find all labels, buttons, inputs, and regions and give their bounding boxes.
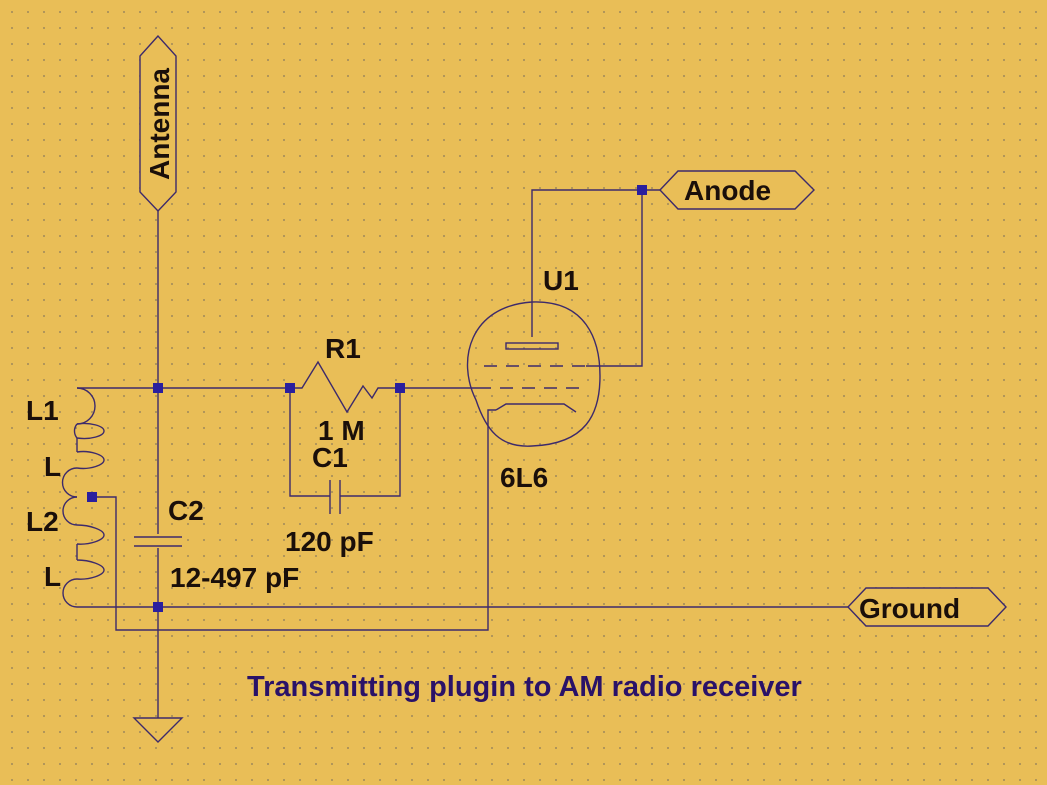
r1-value-label: 1 M	[318, 415, 365, 446]
anode-port-flag	[659, 170, 815, 210]
tube-cathode	[495, 403, 577, 413]
tube-u1	[466, 301, 601, 447]
antenna-port-flag	[139, 34, 177, 213]
capacitor-c2	[132, 534, 184, 548]
ground-port-label: Ground	[859, 593, 960, 624]
capacitor-c1	[329, 480, 341, 514]
junction-coil-tap	[87, 492, 97, 502]
l2-lead-loop	[62, 578, 78, 608]
l2-coil-2	[76, 524, 105, 545]
schematic-comment: Transmitting plugin to AM radio receiver	[247, 671, 802, 703]
l1-value-label: L	[44, 451, 61, 482]
antenna-port: Antenna	[139, 34, 177, 213]
junction-r1-right	[395, 383, 405, 393]
c1-right-wire	[340, 388, 401, 497]
junction-r1-left	[285, 383, 295, 393]
r1-gap	[296, 360, 394, 402]
c2-ref-label: C2	[168, 495, 204, 526]
junction-ground-node	[153, 602, 163, 612]
r1-ref-label: R1	[325, 333, 361, 364]
wires	[77, 189, 848, 718]
l2-coil-3	[76, 544, 105, 580]
c1-left-wire	[289, 388, 330, 497]
l2-ref-label: L2	[26, 506, 59, 537]
l1-coil-2	[76, 437, 105, 470]
tube-envelope	[466, 301, 601, 447]
r1-zigzag	[290, 360, 400, 414]
l1-ref-label: L1	[26, 395, 59, 426]
anode-port-label: Anode	[684, 175, 771, 206]
c2-value-label: 12-497 pF	[170, 562, 299, 593]
antenna-port-label: Antenna	[144, 68, 175, 180]
c1-value-label: 120 pF	[285, 526, 374, 557]
resistor-r1	[290, 360, 400, 414]
tube-plate	[505, 342, 559, 350]
inductor-l1	[61, 387, 105, 498]
screen-grid-wire	[586, 190, 643, 367]
junction-top-node	[153, 383, 163, 393]
l2-coil-1	[62, 496, 78, 526]
u1-value-label: 6L6	[500, 462, 548, 493]
inductor-l2	[62, 496, 105, 608]
l1-coil-3	[61, 467, 78, 498]
junction-anode-node	[637, 185, 647, 195]
ground-symbol	[132, 717, 184, 743]
ground-port: Ground	[847, 587, 1007, 627]
anode-port: Anode	[659, 170, 815, 210]
l1-coil-1	[73, 422, 105, 440]
c1-ref-label: C1	[312, 442, 348, 473]
cathode-return-wire	[92, 409, 496, 631]
l1-lead-loop	[76, 387, 96, 425]
u1-ref-label: U1	[543, 265, 579, 296]
ground-port-flag	[847, 587, 1007, 627]
l2-value-label: L	[44, 561, 61, 592]
component-labels: L1 L L2 L C2 12-497 pF R1 1 M C1 120 pF …	[26, 265, 579, 593]
junctions	[87, 185, 647, 612]
plate-wire	[531, 189, 660, 337]
